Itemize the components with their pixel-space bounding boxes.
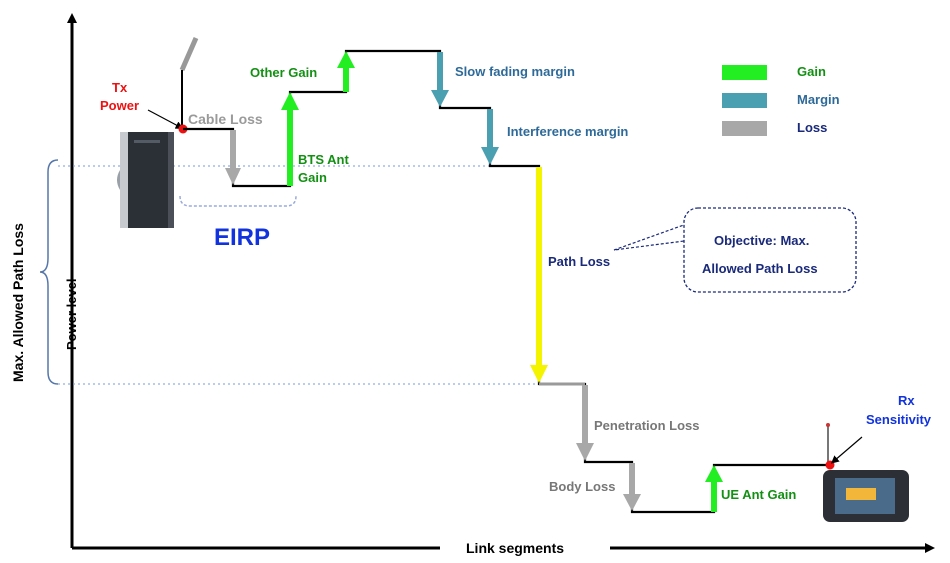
bts-cabinet-icon: [117, 132, 174, 228]
rx-sensitivity-point: [825, 460, 835, 470]
max-allowed-path-loss-label: Max. Allowed Path Loss: [10, 223, 26, 382]
path-loss-label: Path Loss: [548, 254, 610, 269]
objective-line1: Objective: Max.: [714, 233, 809, 248]
eirp-bracket: [179, 195, 297, 207]
slow-fading-margin-label: Slow fading margin: [455, 64, 575, 79]
penetration-loss-label: Penetration Loss: [594, 418, 699, 433]
tx-pointer: [147, 109, 184, 129]
legend-label-gain: Gain: [797, 64, 826, 79]
legend-label-margin: Margin: [797, 92, 840, 107]
bts-ant-gain-arrow: [281, 92, 299, 186]
bts-antenna: [179, 36, 199, 72]
rx-pointer: [830, 436, 863, 464]
objective-callout: [683, 207, 857, 293]
legend-swatch-gain: [722, 65, 767, 80]
bts-ant-gain-label-line1: BTS Ant: [298, 152, 349, 167]
x-axis-label: Link segments: [466, 540, 564, 556]
rx-label-line1: Rx: [898, 393, 915, 408]
interference-margin-label: Interference margin: [507, 124, 628, 139]
eirp-label: EIRP: [214, 224, 270, 251]
legend-swatch-loss: [722, 121, 767, 136]
other-gain-arrow: [337, 51, 355, 92]
legend-label-loss: Loss: [797, 120, 827, 135]
path-loss-arrow: [530, 167, 548, 383]
cable-loss-arrow: [225, 130, 241, 185]
ue-device-icon: [823, 423, 909, 522]
cable-loss-label: Cable Loss: [188, 111, 263, 127]
y-axis-label: Power level: [64, 278, 79, 350]
legend: Gain Margin Loss: [722, 64, 840, 136]
ue-ant-gain-label: UE Ant Gain: [721, 487, 796, 502]
body-loss-label: Body Loss: [549, 479, 615, 494]
objective-callout-pointer: [613, 221, 693, 251]
ue-ant-gain-arrow: [705, 465, 723, 512]
tx-label-line1: Tx: [112, 80, 128, 95]
tx-label-line2: Power: [100, 98, 139, 113]
legend-swatch-margin: [722, 93, 767, 108]
objective-line2: Allowed Path Loss: [702, 261, 818, 276]
other-gain-label: Other Gain: [250, 65, 317, 80]
penetration-loss-arrow: [576, 385, 594, 461]
slow-fading-margin-arrow: [431, 52, 449, 107]
rx-label-line2: Sensitivity: [866, 412, 932, 427]
bts-ant-gain-label-line2: Gain: [298, 170, 327, 185]
interference-margin-arrow: [481, 109, 499, 165]
max-path-loss-brace: [39, 159, 59, 385]
body-loss-arrow: [623, 463, 641, 511]
